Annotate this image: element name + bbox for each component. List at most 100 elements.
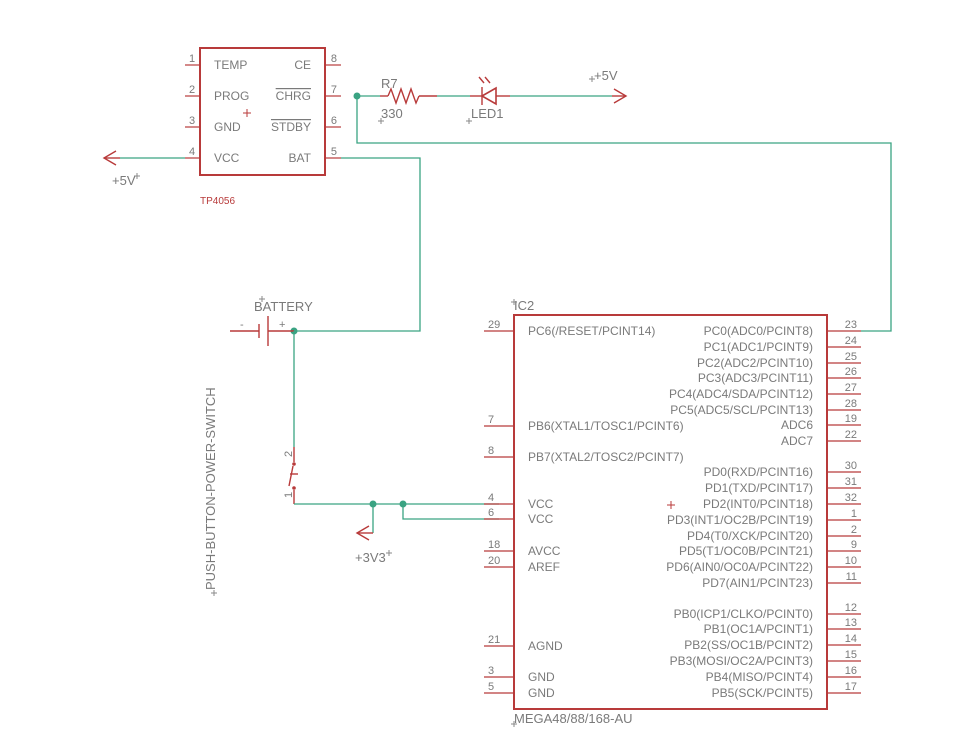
pin-name: PROG — [214, 89, 249, 103]
wire-chrg-pc0 — [356, 96, 892, 332]
mcu-right-pins: 23PC0(ADC0/PCINT8)24PC1(ADC1/PCINT9)25PC… — [666, 319, 861, 700]
pin-number: 6 — [331, 115, 337, 127]
pin-number: 32 — [845, 492, 857, 504]
pin-name: PB2(SS/OC1B/PCINT2) — [684, 638, 813, 652]
pin-pc6-reset-pcint14[interactable]: 29 PC6(/RESET/PCINT14) — [484, 319, 655, 338]
pin-name: PC5(ADC5/SCL/PCINT13) — [670, 403, 813, 417]
pin-name: PD2(INT0/PCINT18) — [703, 497, 813, 511]
supply-5v-left-label: +5V — [112, 173, 136, 188]
mcu-value: MEGA48/88/168-AU — [514, 711, 633, 726]
pin-name: GND — [214, 120, 241, 134]
pin-name: GND — [528, 670, 555, 684]
pin-number: 28 — [845, 398, 857, 410]
switch-name: PUSH-BUTTON-POWER-SWITCH — [203, 387, 218, 590]
pin-name: PC6(/RESET/PCINT14) — [528, 324, 655, 338]
switch-pin-1: 1 — [283, 492, 295, 498]
pin-number: 17 — [845, 681, 857, 693]
wire-vcc6 — [402, 504, 499, 520]
pin-number: 25 — [845, 351, 857, 363]
arrow-icon — [102, 150, 117, 166]
pin-name: AREF — [528, 560, 560, 574]
battery-minus: - — [240, 319, 244, 331]
pin-number: 22 — [845, 429, 857, 441]
arrow-icon — [613, 88, 628, 104]
pin-pc0-adc0-pcint8[interactable]: 23 PC0(ADC0/PCINT8) — [704, 319, 861, 338]
pin-name: PB3(MOSI/OC2A/PCINT3) — [670, 654, 813, 668]
supply-5v-top[interactable]: +5V — [589, 68, 628, 104]
resistor-r7[interactable]: R7 330 — [378, 76, 437, 124]
battery-name: BATTERY — [254, 299, 313, 314]
led-triangle — [480, 86, 497, 106]
pin-ce[interactable]: 8CE — [294, 53, 341, 72]
pin-number: 29 — [488, 319, 500, 331]
pin-number: 7 — [331, 84, 337, 96]
supply-5v-top-label: +5V — [594, 68, 618, 83]
pin-number: 26 — [845, 366, 857, 378]
pin-name: TEMP — [214, 58, 247, 72]
mcu-body — [513, 314, 828, 710]
pin-gnd[interactable]: 3 GND — [185, 115, 241, 134]
tp4056-body — [199, 47, 326, 176]
pin-number: 23 — [845, 319, 857, 331]
pin-pd2-int0-pcint18[interactable]: 32 PD2(INT0/PCINT18) — [703, 492, 861, 511]
pin-number: 3 — [189, 115, 195, 127]
supply-3v3[interactable]: +3V3 — [355, 525, 392, 565]
push-button-power-switch[interactable]: 2 1 PUSH-BUTTON-POWER-SWITCH — [203, 387, 298, 596]
pin-name: PB6(XTAL1/TOSC1/PCINT6) — [528, 419, 684, 433]
pin-name: PC0(ADC0/PCINT8) — [704, 324, 813, 338]
pin-name: PC4(ADC4/SDA/PCINT12) — [669, 387, 813, 401]
pin-gnd[interactable]: 3 GND — [484, 665, 555, 684]
pin-name: AVCC — [528, 544, 561, 558]
pin-number: 31 — [845, 476, 857, 488]
battery[interactable]: BATTERY - + — [230, 296, 313, 346]
pin-number: 21 — [488, 634, 500, 646]
pin-number: 27 — [845, 382, 857, 394]
led-led1[interactable]: LED1 — [466, 76, 510, 124]
battery-plus: + — [279, 319, 285, 331]
pin-name: VCC — [528, 512, 554, 526]
wire-bat-battery — [294, 157, 421, 332]
pin-number: 3 — [488, 665, 494, 677]
pin-name: ADC6 — [781, 418, 813, 432]
supply-5v-left[interactable]: +5V — [102, 150, 140, 188]
pin-pc5-adc5-scl-pcint13[interactable]: 28 PC5(ADC5/SCL/PCINT13) — [670, 398, 861, 417]
pin-pc4-adc4-sda-pcint12[interactable]: 27 PC4(ADC4/SDA/PCINT12) — [669, 382, 861, 401]
pin-number: 13 — [845, 617, 857, 629]
supply-3v3-label: +3V3 — [355, 550, 386, 565]
